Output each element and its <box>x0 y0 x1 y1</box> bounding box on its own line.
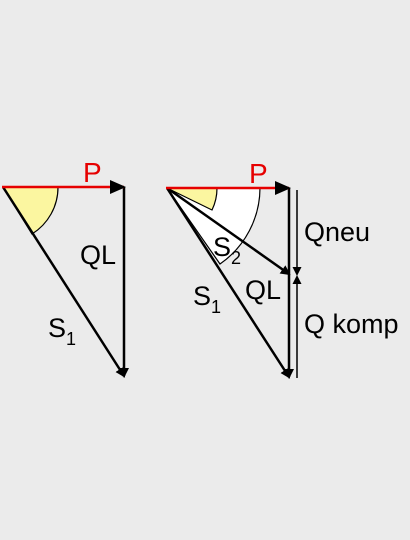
right-p-label: P <box>249 158 268 189</box>
right-power-triangle: P S 2 S 1 QL Qneu Q komp <box>165 158 399 379</box>
right-s2-label-group: S 2 <box>213 232 241 268</box>
left-s1-label-group: S 1 <box>48 313 76 349</box>
left-s1-label: S <box>48 313 66 343</box>
right-s1-label-group: S 1 <box>193 281 221 317</box>
right-s2-vector <box>166 186 291 276</box>
right-angle-phi1 <box>165 187 261 265</box>
left-ql-label: QL <box>80 240 116 270</box>
right-s2-subscript: 2 <box>231 248 241 268</box>
right-s1-subscript: 1 <box>211 297 221 317</box>
left-p-label: P <box>83 157 102 188</box>
right-qkomp-label: Q komp <box>304 309 399 339</box>
right-s1-label: S <box>193 281 211 311</box>
right-s1-vector <box>165 187 291 379</box>
right-qneu-label: Qneu <box>304 217 370 247</box>
left-power-triangle: P QL S 1 <box>1 157 129 378</box>
right-s2-label: S <box>213 232 231 262</box>
right-ql-label: QL <box>245 275 281 305</box>
left-s1-subscript: 1 <box>66 329 76 349</box>
left-angle-phi1 <box>1 186 59 235</box>
left-s1-vector <box>1 186 126 378</box>
